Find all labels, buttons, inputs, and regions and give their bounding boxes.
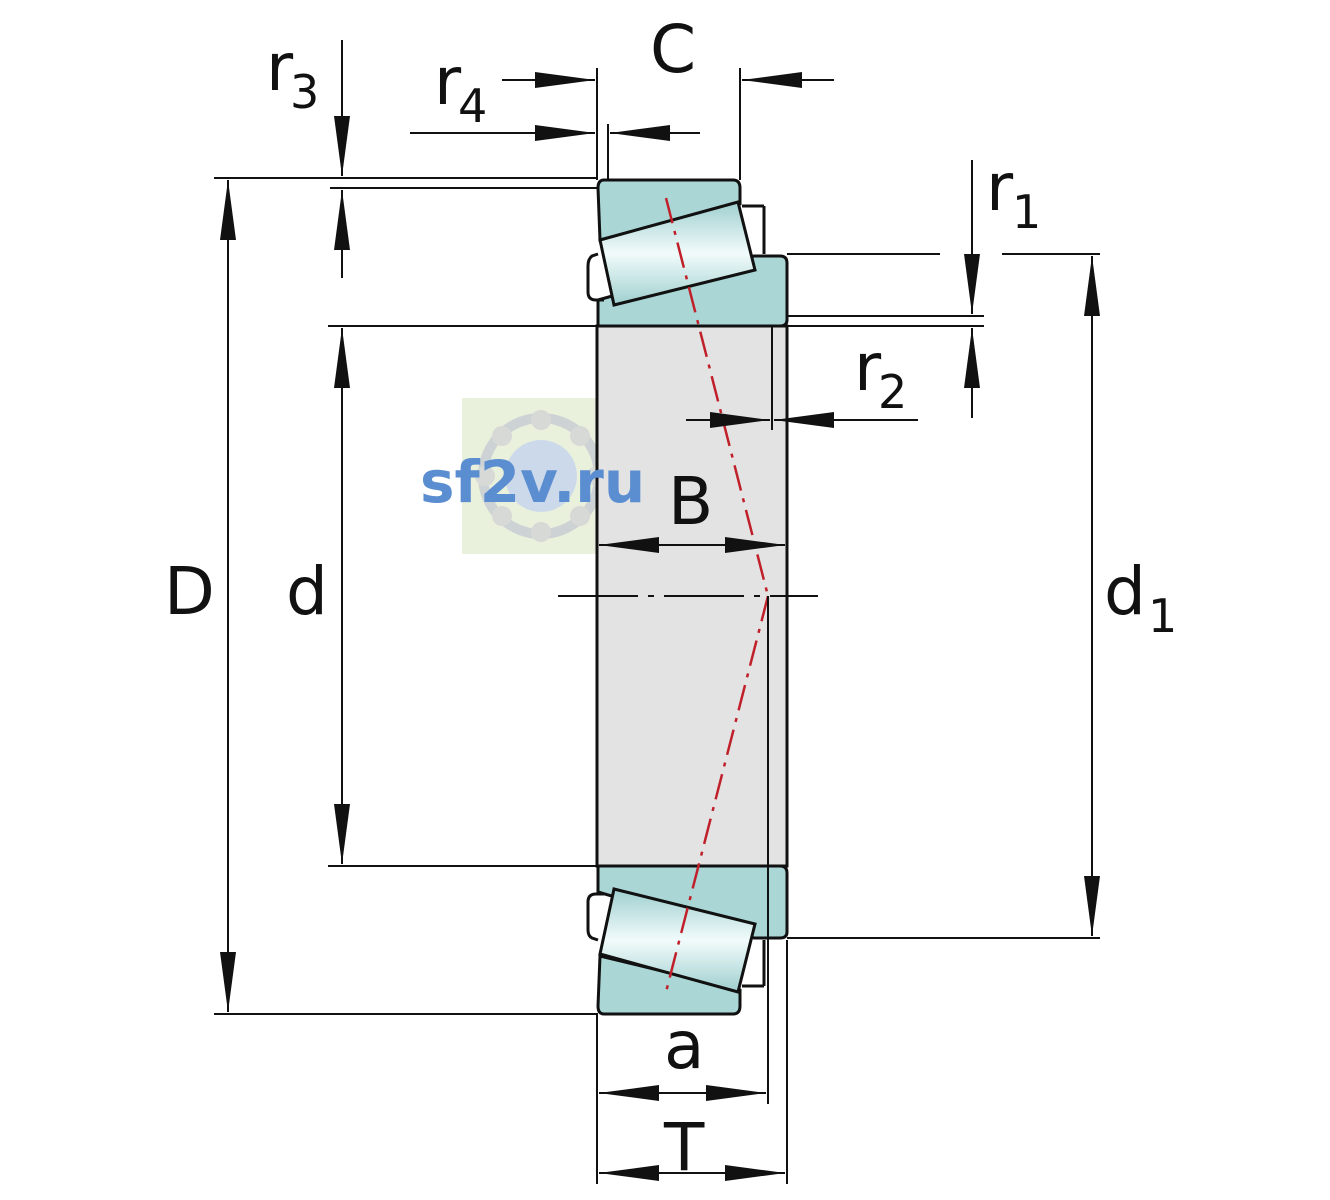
roller-top (598, 200, 757, 307)
label-B: B (668, 463, 713, 540)
watermark (462, 398, 620, 554)
label-D: D (164, 553, 215, 630)
label-r4: r (434, 43, 462, 120)
label-r2: r (854, 329, 882, 406)
watermark-bearing-logo-icon (475, 410, 607, 542)
label-r1-subscript: 1 (1012, 185, 1041, 239)
roller-bottom (598, 887, 757, 994)
label-d1: d (1104, 553, 1146, 630)
label-r3-subscript: 3 (290, 65, 319, 119)
cage-bottom (586, 892, 604, 942)
extension-lines (214, 68, 1100, 1184)
label-r2-subscript: 2 (878, 365, 907, 419)
label-C: C (650, 11, 696, 88)
label-r4-subscript: 4 (458, 79, 487, 133)
label-d: d (286, 553, 328, 630)
label-a: a (664, 1007, 704, 1084)
label-r1: r (986, 149, 1014, 226)
dimension-lines (220, 40, 1100, 1181)
label-d1-subscript: 1 (1148, 589, 1177, 643)
label-T: T (663, 1109, 705, 1186)
outer-ring-bottom (596, 954, 742, 1016)
watermark-text: sf2v.ru (420, 448, 645, 516)
cage-top (586, 252, 604, 302)
contact-angle-line (664, 197, 770, 993)
label-r3: r (266, 29, 294, 106)
dimension-labels: C r 3 r 4 r 1 r 2 B D d d 1 a T (164, 11, 1177, 1186)
